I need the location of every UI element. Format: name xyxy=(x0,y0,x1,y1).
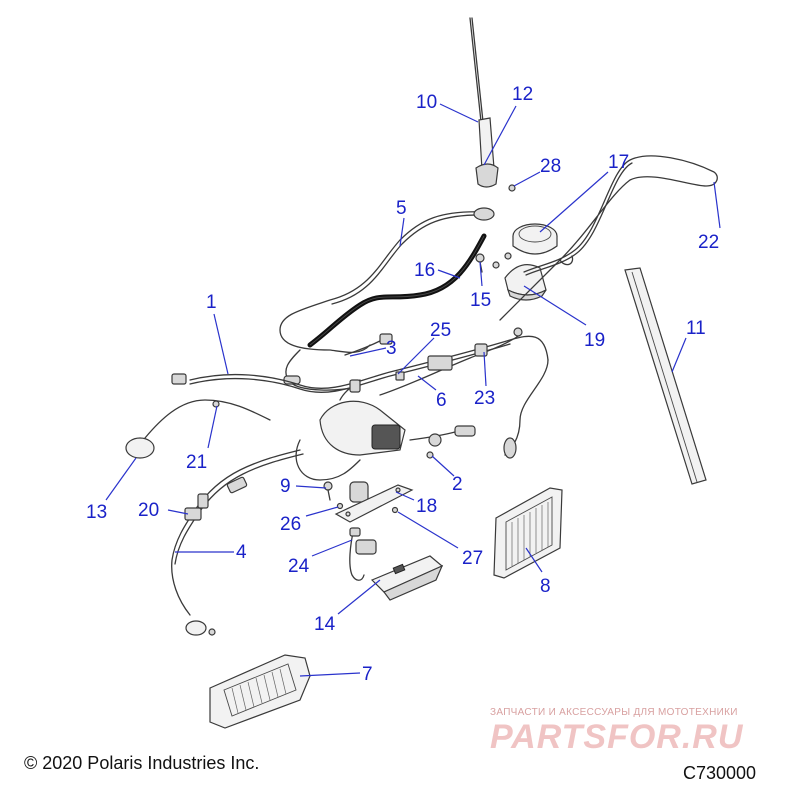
bolt-9 xyxy=(323,481,333,501)
drawing-code: C730000 xyxy=(683,763,757,783)
callout-6: 6 xyxy=(436,390,447,411)
speaker-lower xyxy=(209,654,311,729)
copyright-notice: © 2020 Polaris Industries Inc. xyxy=(24,753,260,773)
callout-14: 14 xyxy=(314,614,336,635)
callout-17: 17 xyxy=(608,152,629,173)
connector-lead xyxy=(344,333,393,356)
callout-19: 19 xyxy=(584,330,605,351)
switch-block xyxy=(349,481,369,503)
callout-27: 27 xyxy=(462,548,483,569)
central-module xyxy=(295,379,406,481)
callout-7: 7 xyxy=(362,664,373,685)
callout-1: 1 xyxy=(206,292,217,313)
antenna-nut xyxy=(508,184,516,192)
callout-4: 4 xyxy=(236,542,247,563)
callout-23: 23 xyxy=(474,388,495,409)
callout-22: 22 xyxy=(698,232,719,253)
bracket-plate xyxy=(334,484,414,523)
trim-strip xyxy=(624,267,707,485)
callout-8: 8 xyxy=(540,576,551,597)
callout-16: 16 xyxy=(414,260,435,281)
callout-25: 25 xyxy=(430,320,451,341)
harness-connector xyxy=(379,327,523,396)
screw-26 xyxy=(336,502,344,510)
callout-5: 5 xyxy=(396,198,407,219)
ground-strap xyxy=(307,233,487,348)
callout-20: 20 xyxy=(138,500,159,521)
gps-cable xyxy=(499,155,718,321)
callout-labels: 1 2 3 4 5 6 7 8 9 10 11 12 13 14 15 16 1… xyxy=(86,84,719,685)
antenna-cable xyxy=(279,207,495,391)
leader-lines xyxy=(105,103,721,677)
callout-18: 18 xyxy=(416,496,437,517)
clip-21 xyxy=(212,400,220,408)
gps-mount xyxy=(504,264,547,301)
callout-2: 2 xyxy=(452,474,463,495)
lower-harness xyxy=(171,449,304,636)
plug-2 xyxy=(409,425,476,459)
plug-bracket xyxy=(349,527,377,581)
screw-27 xyxy=(391,506,399,514)
callout-26: 26 xyxy=(280,514,301,535)
callout-24: 24 xyxy=(288,556,310,577)
callout-9: 9 xyxy=(280,476,291,497)
control-housing xyxy=(370,555,444,601)
callout-15: 15 xyxy=(470,290,491,311)
speaker-disc xyxy=(125,399,271,459)
speaker-right xyxy=(493,487,563,579)
callout-11: 11 xyxy=(686,318,706,339)
callout-28: 28 xyxy=(540,156,561,177)
clip-25 xyxy=(395,371,405,381)
callout-10: 10 xyxy=(416,92,437,113)
callout-3: 3 xyxy=(386,338,397,359)
callout-21: 21 xyxy=(186,452,207,473)
antenna-mast xyxy=(469,17,499,188)
watermark-logo: PARTSFOR.RU xyxy=(490,718,744,756)
gps-puck xyxy=(512,223,558,255)
callout-12: 12 xyxy=(512,84,533,105)
watermark-tagline: ЗАПЧАСТИ И АКСЕССУАРЫ ДЛЯ МОТОТЕХНИКИ xyxy=(490,707,738,718)
callout-13: 13 xyxy=(86,502,107,523)
